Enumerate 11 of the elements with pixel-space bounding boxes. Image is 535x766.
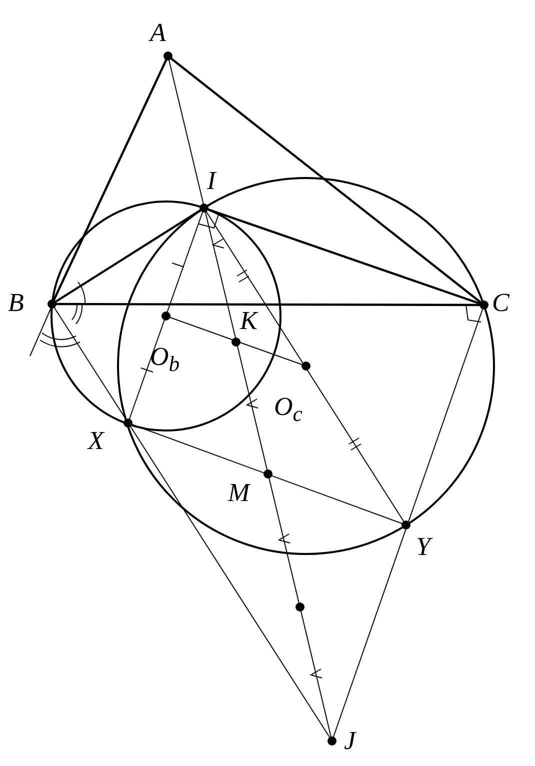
point-label: C — [492, 290, 510, 316]
point-label: M — [228, 480, 250, 506]
point-label: X — [88, 428, 104, 454]
point-label: J — [344, 728, 356, 754]
point-label: A — [150, 20, 166, 46]
point-label: B — [8, 290, 24, 316]
point-label: I — [207, 168, 216, 194]
point-label: K — [240, 308, 258, 334]
point-label: O$_{b}$ — [150, 344, 180, 378]
point-label: Y — [416, 534, 430, 560]
point-label: O$_{c}$ — [274, 394, 302, 428]
